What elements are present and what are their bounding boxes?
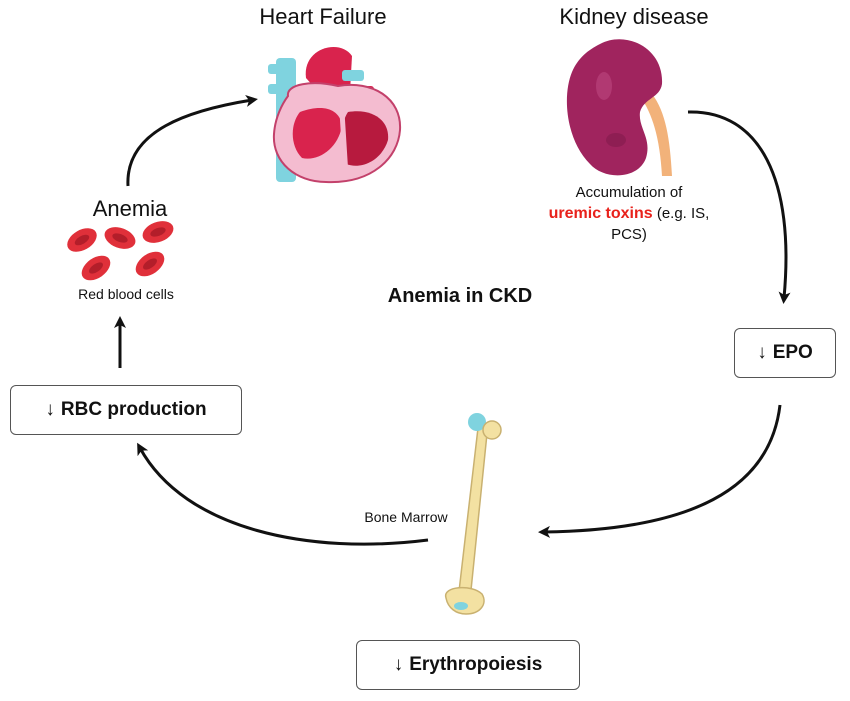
femur-bone-illustration — [445, 413, 502, 615]
down-arrow-icon: ↓ — [393, 654, 404, 675]
bone-marrow-label: Bone Marrow — [364, 509, 448, 525]
down-arrow-icon: ↓ — [757, 342, 767, 363]
kidney-caption-line2: uremic toxins (e.g. IS, — [498, 203, 760, 224]
kidney-caption-line1: Accumulation of — [575, 184, 683, 201]
kidney-illustration — [566, 39, 672, 176]
down-arrow-icon: ↓ — [45, 399, 55, 420]
uremic-toxins-highlight: uremic toxins — [548, 205, 653, 222]
rbc-production-box: ↓ RBC production — [10, 385, 242, 435]
anemia-title: Anemia — [92, 196, 168, 221]
kidney-caption-line3: PCS) — [611, 226, 647, 243]
arrow-kidney-to-epo — [687, 110, 791, 304]
rbc-production-label: RBC production — [60, 399, 207, 420]
heart-illustration — [268, 47, 402, 184]
erythropoiesis-box: ↓ Erythropoiesis — [356, 640, 580, 690]
erythropoiesis-label: Erythropoiesis — [409, 654, 543, 675]
heart-failure-title: Heart Failure — [259, 4, 387, 29]
red-blood-cells-caption: Red blood cells — [78, 286, 174, 302]
epo-label: EPO — [772, 342, 813, 363]
arrow-anemia-to-heart — [126, 95, 258, 187]
center-title: Anemia in CKD — [387, 285, 533, 307]
kidney-caption-examples: (e.g. IS, — [656, 205, 710, 222]
kidney-caption: Accumulation of uremic toxins (e.g. IS, … — [498, 182, 760, 245]
kidney-disease-title: Kidney disease — [559, 4, 709, 29]
epo-box: ↓ EPO — [734, 328, 836, 378]
red-blood-cells-illustration — [67, 221, 174, 281]
arrow-epo-to-bone-marrow — [538, 404, 782, 538]
arrow-bone-marrow-to-rbc — [137, 442, 429, 546]
